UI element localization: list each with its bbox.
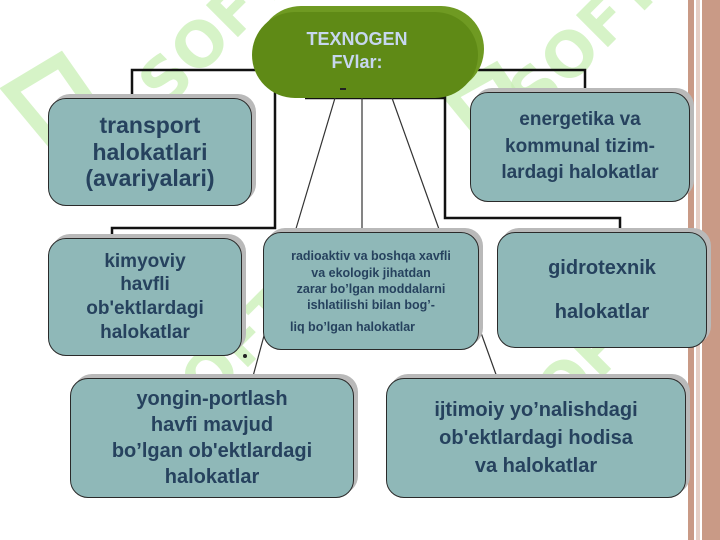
connector-energetika: [478, 68, 587, 95]
dash-mark: [340, 88, 346, 90]
title-node: TEXNOGEN FVlar:: [252, 12, 478, 98]
node-yongin-text: yongin-portlash havfi mavjud bo’lgan ob'…: [111, 388, 313, 488]
node-ijtimoiy-text: ijtimoiy yo’nalishdagi ob'ektlardagi hod…: [434, 399, 638, 477]
node-radioaktiv: radioaktiv va boshqa xavfli va ekologik …: [263, 232, 479, 350]
side-stripe: [702, 0, 720, 540]
connector-gidrotexnik: [443, 90, 622, 233]
node-energetika: energetika va kommunal tizim- lardagi ha…: [470, 92, 690, 202]
node-ijtimoiy: ijtimoiy yo’nalishdagi ob'ektlardagi hod…: [386, 378, 686, 498]
title-text: TEXNOGEN FVlar:: [306, 28, 408, 72]
node-radioaktiv-text: radioaktiv va boshqa xavfli va ekologik …: [291, 249, 451, 313]
connector-transport: [130, 68, 255, 100]
connector-radio-right: [391, 97, 441, 233]
node-yongin: yongin-portlash havfi mavjud bo’lgan ob'…: [70, 378, 354, 498]
node-gidrotexnik: gidrotexnik halokatlar: [497, 232, 707, 348]
node-energetika-text: energetika va kommunal tizim- lardagi ha…: [501, 109, 659, 184]
node-kimyoviy: kimyoviy havfli ob'ektlardagi halokatlar: [48, 238, 242, 356]
connector-radio-left: [294, 97, 336, 233]
node-radioaktiv-last: liq bo’lgan halokatlar: [290, 320, 416, 335]
node-kimyoviy-text: kimyoviy havfli ob'ektlardagi halokatlar: [86, 250, 204, 343]
dot-mark: [243, 354, 247, 358]
node-gidrotexnik-text: gidrotexnik halokatlar: [548, 257, 656, 323]
connector-yongin: [251, 331, 266, 381]
connector-kimyoviy: [110, 90, 277, 240]
node-transport-text: transport halokatlari (avariyalari): [85, 111, 215, 192]
node-transport: transport halokatlari (avariyalari): [48, 98, 252, 206]
connector-ijtimoiy: [479, 329, 499, 381]
